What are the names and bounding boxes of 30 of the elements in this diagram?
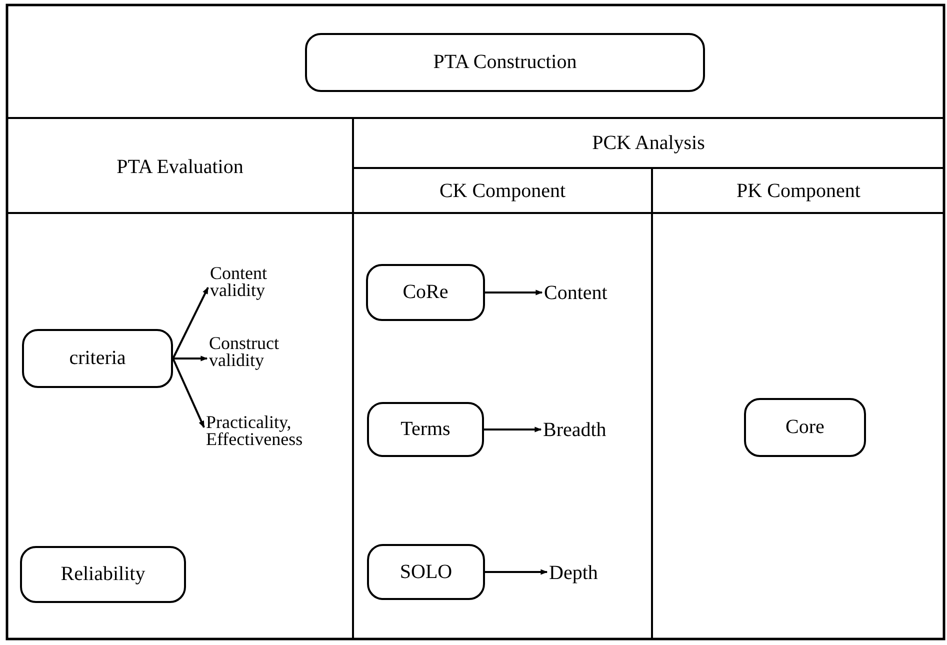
node-label: Breadth: [543, 416, 637, 444]
arrow: [485, 569, 548, 575]
box-text: Core: [786, 416, 824, 439]
arrow: [172, 286, 209, 359]
rounded-box: [22, 329, 173, 388]
arrow: [173, 356, 208, 362]
arrow: [484, 426, 542, 432]
box-text: Terms: [400, 418, 450, 441]
node-label: Depth: [549, 559, 621, 587]
box-text: CoRe: [402, 281, 448, 304]
box-text: criteria: [69, 347, 126, 370]
node-label: Content validity: [210, 259, 310, 305]
node-label: Content: [544, 279, 638, 307]
rounded-box: [20, 546, 186, 603]
node-label: Practicality, Effectiveness: [206, 408, 348, 454]
arrow: [485, 290, 543, 296]
rounded-box: [305, 33, 705, 92]
arrow: [172, 358, 205, 428]
column-header: CK Component: [438, 178, 567, 202]
rounded-box: [367, 544, 485, 600]
box-text: PTA Construction: [433, 51, 577, 74]
column-header: PTA Evaluation: [116, 155, 244, 179]
column-header: PK Component: [736, 178, 862, 202]
rounded-box: [367, 402, 484, 457]
rounded-box: [744, 398, 866, 457]
rounded-box: [366, 264, 485, 321]
column-header: PCK Analysis: [591, 131, 706, 155]
box-text: Reliability: [60, 563, 146, 586]
node-label: Construct validity: [209, 330, 319, 374]
box-text: SOLO: [400, 560, 452, 584]
